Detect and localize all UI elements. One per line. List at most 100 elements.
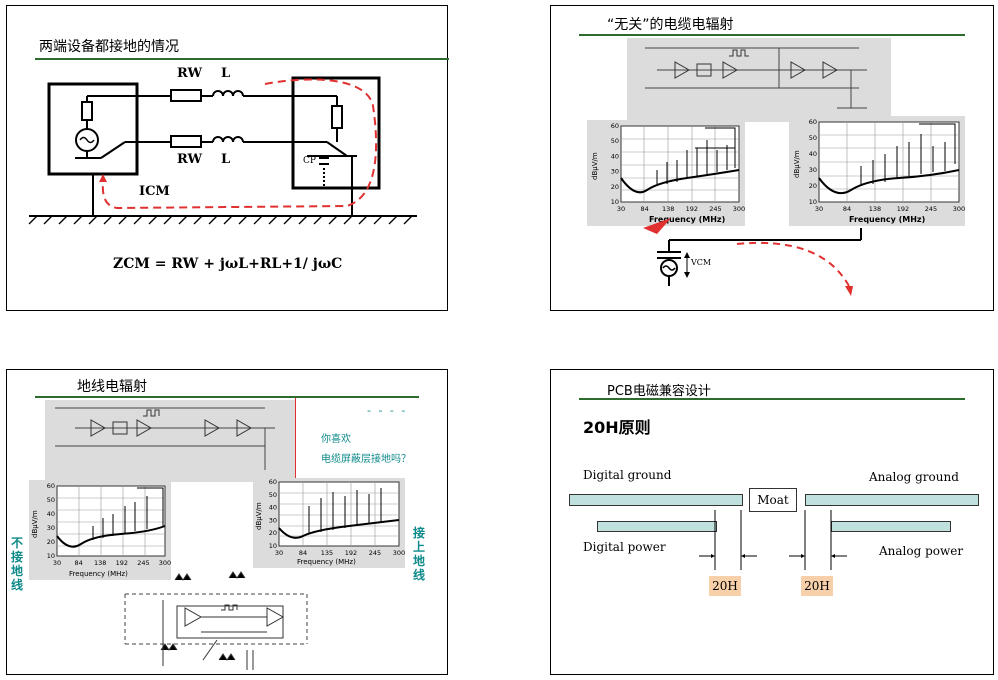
s3l-y-tick-3: 30 <box>47 524 55 532</box>
s2l-x-tick-1: 84 <box>640 205 648 213</box>
vertical-divider <box>295 398 296 488</box>
logic-schematic-2 <box>45 400 295 482</box>
chart-no-ground-xlabel: Frequency (MHz) <box>69 570 128 578</box>
s3r-x-tick-3: 192 <box>345 549 357 557</box>
s2l-y-tick-4: 20 <box>611 183 619 191</box>
s2l-x-tick-2: 138 <box>662 205 674 213</box>
s3l-x-tick-4: 245 <box>137 559 149 567</box>
impedance-formula: ZCM = RW + jωL+RL+1/ jωC <box>113 256 343 272</box>
slide4-subtitle: 20H原则 <box>583 418 651 437</box>
s2r-x-tick-2: 138 <box>869 205 881 213</box>
chart-left-xlabel: Frequency (MHz) <box>649 215 725 224</box>
s2l-x-tick-0: 30 <box>617 205 625 213</box>
s2l-y-tick-3: 30 <box>611 168 619 176</box>
s2r-y-tick-3: 30 <box>809 166 817 174</box>
l-top-label: L <box>221 66 231 81</box>
s3r-x-tick-1: 84 <box>299 549 307 557</box>
s3l-y-tick-0: 60 <box>47 482 55 490</box>
digital-power-label: Digital power <box>583 540 666 554</box>
digital-ground-plane <box>569 494 743 506</box>
s2r-x-tick-3: 192 <box>897 205 909 213</box>
with-ground-label: 接上地线 <box>413 526 426 582</box>
slide3-title: 地线电辐射 <box>77 379 147 395</box>
s3r-x-tick-5: 300 <box>393 549 405 557</box>
common-mode-current-path <box>101 78 378 210</box>
s2l-y-tick-5: 10 <box>611 198 619 206</box>
s3l-y-tick-5: 10 <box>47 552 55 560</box>
slide2-title-rule <box>579 34 965 36</box>
slide-20h-rule: PCB电磁兼容设计 20H原则 Digital ground Analog gr… <box>550 369 994 675</box>
icm-label: ICM <box>139 184 170 199</box>
s3l-x-tick-5: 300 <box>159 559 171 567</box>
slide-ground-radiation: 地线电辐射 - - - - 你喜欢 电缆屏蔽层接地吗？ 不接地线 接上地线 <box>6 369 448 675</box>
rw-bottom-label: RW <box>177 152 203 167</box>
chart-right-xlabel: Frequency (MHz) <box>849 215 925 224</box>
cp-label: CP <box>303 156 316 166</box>
s2r-x-tick-0: 30 <box>815 205 823 213</box>
s3l-y-tick-1: 50 <box>47 496 55 504</box>
chart-with-ground-ylabel: dBμV/m <box>255 502 263 530</box>
chart-left-ylabel: dBμV/m <box>591 152 599 180</box>
s2r-y-tick-5: 10 <box>809 198 817 206</box>
slide4-title: PCB电磁兼容设计 <box>607 384 711 399</box>
common-ground-circuit <box>28 76 417 225</box>
s3l-y-tick-4: 20 <box>47 538 55 546</box>
20h-dimension-lines <box>699 510 847 570</box>
s2r-x-tick-5: 300 <box>953 205 965 213</box>
slide-cable-radiation: “无关”的电缆电辐射 <box>550 5 994 311</box>
s3r-x-tick-2: 135 <box>321 549 333 557</box>
vcm-label: VCM <box>691 258 712 267</box>
digital-ground-label: Digital ground <box>583 468 672 482</box>
moat-label: Moat <box>757 493 789 507</box>
s3r-x-tick-4: 245 <box>369 549 381 557</box>
s3l-x-tick-2: 138 <box>94 559 106 567</box>
s2r-y-tick-0: 60 <box>809 118 817 126</box>
s2r-x-tick-1: 84 <box>843 205 851 213</box>
slide2-title: “无关”的电缆电辐射 <box>607 17 734 33</box>
s3r-y-tick-3: 30 <box>269 516 277 524</box>
s2r-y-tick-1: 50 <box>809 134 817 142</box>
s3r-y-tick-0: 60 <box>269 478 277 486</box>
s2l-y-tick-2: 40 <box>611 152 619 160</box>
s3r-y-tick-1: 50 <box>269 491 277 499</box>
s3l-y-tick-2: 40 <box>47 510 55 518</box>
s2r-x-tick-4: 245 <box>925 205 937 213</box>
shield-question-line2: 电缆屏蔽层接地吗？ <box>321 454 411 465</box>
20h-label-left: 20H <box>709 576 741 596</box>
analog-ground-label: Analog ground <box>869 470 959 484</box>
s2l-y-tick-1: 50 <box>611 137 619 145</box>
chart-right-ylabel: dBμV/m <box>793 150 801 178</box>
shield-question-line1: 你喜欢 <box>321 434 351 445</box>
s2l-x-tick-4: 245 <box>709 205 721 213</box>
s3r-y-tick-5: 10 <box>269 542 277 550</box>
moat-box: Moat <box>749 488 797 512</box>
slide-common-ground: 两端设备都接地的情况 <box>6 5 449 311</box>
chart-with-ground-xlabel: Frequency (MHz) <box>297 558 356 566</box>
s3r-y-tick-4: 20 <box>269 529 277 537</box>
slide3-title-rule <box>35 396 419 398</box>
chart-no-ground-ylabel: dBμV/m <box>31 510 39 538</box>
s2r-y-tick-4: 20 <box>809 182 817 190</box>
s2l-x-tick-3: 192 <box>686 205 698 213</box>
digital-power-plane <box>597 521 717 532</box>
dashed-marker: - - - - <box>367 404 408 417</box>
slide4-title-rule <box>579 398 965 400</box>
s3l-x-tick-3: 192 <box>116 559 128 567</box>
analog-ground-plane <box>805 494 979 506</box>
20h-label-right: 20H <box>801 576 833 596</box>
s3l-x-tick-0: 30 <box>53 559 61 567</box>
no-ground-label: 不接地线 <box>11 536 24 592</box>
s3r-y-tick-2: 40 <box>269 504 277 512</box>
analog-power-label: Analog power <box>879 544 964 558</box>
s2l-y-tick-0: 60 <box>611 122 619 130</box>
l-bottom-label: L <box>221 152 231 167</box>
s3l-x-tick-1: 84 <box>74 559 82 567</box>
s3r-x-tick-0: 30 <box>275 549 283 557</box>
